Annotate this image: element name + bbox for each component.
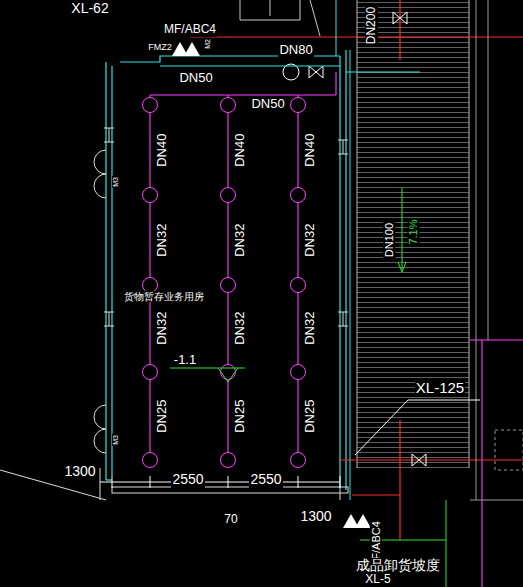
pipe-size: DN40 (156, 132, 170, 167)
column-mark (104, 128, 348, 326)
sprinkler-head (291, 453, 306, 468)
supply-pipe (160, 0, 420, 500)
plan-label: 货物暂存业务用房 (123, 291, 205, 302)
pipe-size: DN80 (278, 43, 313, 57)
grid-line (470, 0, 523, 500)
plan-label: XL-62 (70, 1, 109, 16)
sprinkler-head (291, 365, 306, 380)
plan-label: -1.1 (173, 353, 197, 367)
sprinkler-head (291, 278, 306, 293)
pipe-size: DN32 (304, 222, 318, 257)
pipe-size: DN100 (383, 222, 395, 258)
plan-label: XL-5 (364, 573, 391, 586)
leader-line (355, 400, 408, 455)
plan-label: 2550 (171, 472, 204, 487)
fire-pipe (190, 0, 523, 540)
stair (240, 0, 320, 36)
pipe-size: DN50 (250, 97, 285, 111)
pipe-size: DN32 (234, 310, 248, 345)
pipe-size: DN32 (234, 222, 248, 257)
pipe-size: DN50 (178, 71, 213, 85)
pipe-size: DN25 (156, 398, 170, 433)
plan-label: M2 (204, 38, 212, 50)
sprinkler-head (143, 98, 158, 113)
plan-label: 成品卸货坡度 (355, 558, 441, 573)
sprinkler-head (143, 453, 158, 468)
dimension-line (100, 476, 340, 488)
sprinkler-pipe (150, 72, 523, 587)
plan-label: XL-125 (415, 380, 465, 397)
sprinkler-head (221, 453, 236, 468)
plan-label: 7.1% (408, 218, 420, 245)
pipe-size: DN200 (365, 6, 378, 45)
plan-label: 1300 (299, 509, 332, 524)
ramp-hatch (357, 0, 469, 468)
plan-label: MF/ABC4 (163, 23, 217, 36)
pipe-size: DN25 (234, 398, 248, 433)
plan-label: 1300 (63, 464, 96, 479)
plan-label: M3 (112, 176, 120, 188)
leader-line (408, 400, 480, 401)
sprinkler-head (291, 98, 306, 113)
ramp-edge (357, 0, 358, 468)
sprinkler-head (143, 365, 158, 380)
sprinkler-head (291, 188, 306, 203)
valve (283, 12, 426, 466)
sprinkler-head (221, 98, 236, 113)
plan-label: M3 (112, 434, 120, 446)
pipe-size: DN40 (304, 132, 318, 167)
plan-label: 2550 (249, 472, 282, 487)
pipe-size: DN32 (156, 222, 170, 257)
door (94, 150, 106, 453)
pipe-size: DN32 (156, 310, 170, 345)
sprinkler-head (143, 188, 158, 203)
wall (106, 50, 346, 490)
extinguisher (172, 42, 371, 528)
wall (0, 468, 348, 500)
pipe-size: DN40 (234, 132, 248, 167)
plan-label: 70 (223, 513, 238, 526)
sprinkler-head (221, 188, 236, 203)
plan-label: FMZ2 (147, 43, 173, 53)
sprinkler-head (143, 98, 306, 468)
sprinkler-head (221, 365, 236, 380)
pipe-size: DN25 (304, 398, 318, 433)
sprinkler-head (221, 278, 236, 293)
ramp-edge (469, 0, 470, 468)
pipe-size: DN32 (304, 310, 318, 345)
slope-arrow (170, 188, 446, 587)
